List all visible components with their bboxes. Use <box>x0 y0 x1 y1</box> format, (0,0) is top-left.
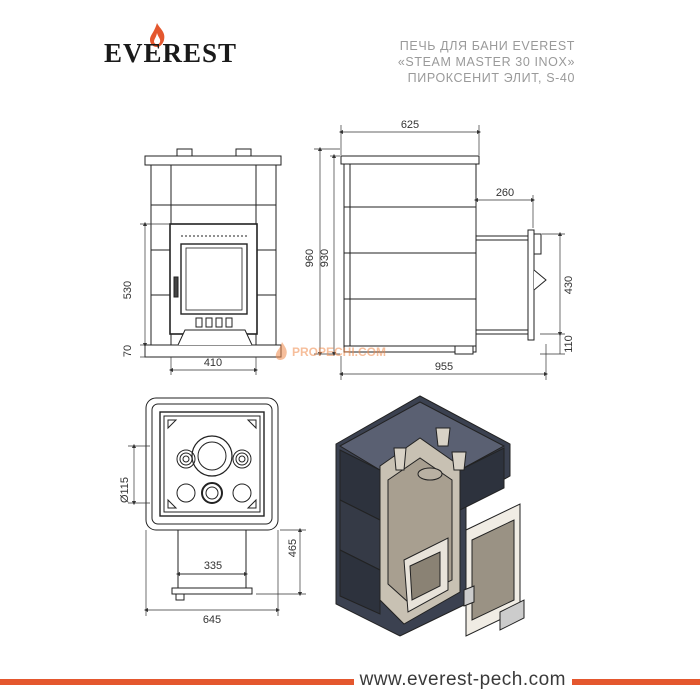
dim-side-430: 430 <box>563 276 575 294</box>
side-view <box>340 155 547 355</box>
flame-icon <box>150 23 165 47</box>
top-dimensions <box>128 443 306 616</box>
dim-side-110: 110 <box>563 335 575 353</box>
dim-top-335: 335 <box>204 560 222 572</box>
front-view <box>144 148 282 358</box>
dim-side-930: 930 <box>319 249 331 267</box>
dim-front-410: 410 <box>204 357 222 369</box>
title-line-2: «STEAM MASTER 30 INOX» <box>397 55 575 69</box>
dim-side-960: 960 <box>304 249 316 267</box>
cutaway-3d-view <box>335 395 525 637</box>
watermark: PROPECHI.COM <box>275 342 386 360</box>
product-title: ПЕЧЬ ДЛЯ БАНИ EVEREST «STEAM MASTER 30 I… <box>398 38 575 86</box>
footer-bar <box>0 679 700 685</box>
dim-top-465: 465 <box>287 539 299 557</box>
dim-top-645: 645 <box>203 614 221 626</box>
dim-side-955: 955 <box>435 361 453 373</box>
footer: www.everest-pech.com <box>0 662 700 700</box>
side-dimensions <box>314 125 565 380</box>
brand-logo: EVEREST <box>104 22 274 72</box>
brand-name: EVEREST <box>104 38 238 68</box>
dim-front-70: 70 <box>122 345 134 357</box>
dim-top-115: Ø115 <box>119 477 131 503</box>
front-dimensions <box>140 221 259 375</box>
title-line-3: ПИРОКСЕНИТ ЭЛИТ, S-40 <box>407 71 575 85</box>
dim-side-260: 260 <box>496 187 514 199</box>
dim-front-530: 530 <box>122 281 134 299</box>
title-line-1: ПЕЧЬ ДЛЯ БАНИ EVEREST <box>399 39 575 53</box>
watermark-text: PROPECHI.COM <box>292 345 386 359</box>
website-link[interactable]: www.everest-pech.com <box>353 669 572 691</box>
top-view <box>145 397 279 601</box>
dim-side-625: 625 <box>401 119 419 131</box>
